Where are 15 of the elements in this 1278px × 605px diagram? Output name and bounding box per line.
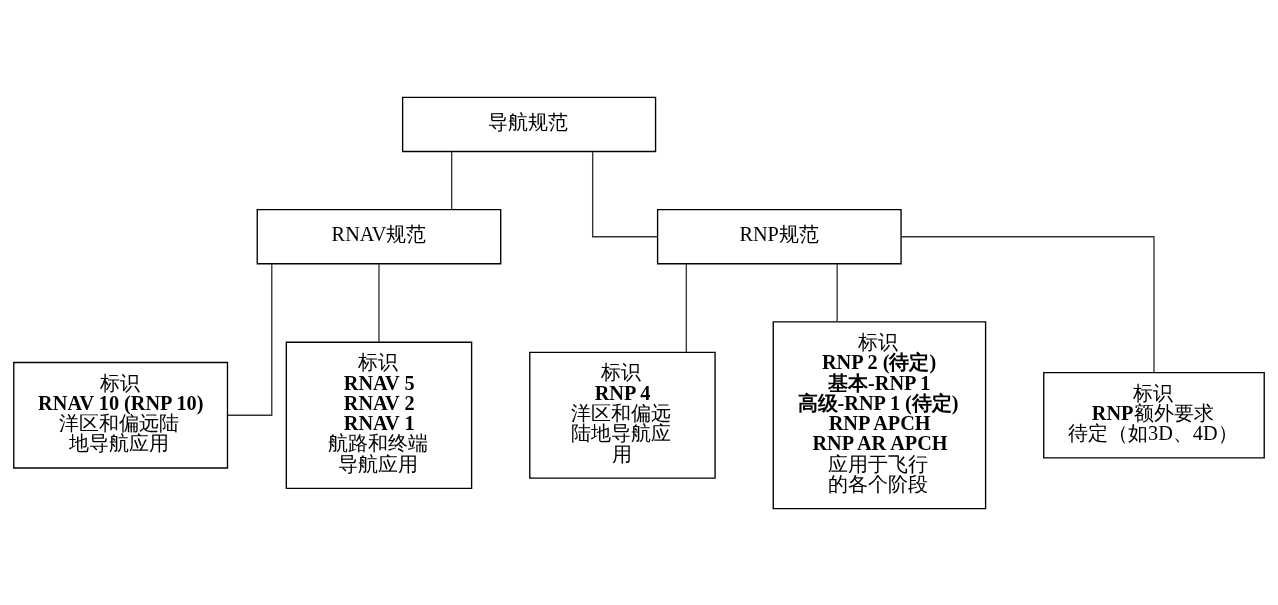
node-box: 标识 RNP 2 (待定) 基本-RNP 1 高级-RNP 1 (待定) RNP APCH RNP AR APCH 应用于飞行的各个阶段 (772, 320, 987, 509)
connector (451, 150, 453, 210)
connector (227, 262, 273, 416)
node-box: 标识 RNP 4 洋区和偏远陆地导航应用 (529, 351, 716, 479)
node-box: 标识 RNP额外要求 待定（如3D、4D） (1043, 371, 1265, 459)
connector (900, 235, 1155, 373)
connector (685, 262, 687, 353)
connector (836, 262, 838, 323)
node-box: 导航规范 (401, 96, 657, 152)
node-box: RNP规范 (656, 208, 902, 264)
node-box: 标识 RNAV 5 RNAV 2 RNAV 1 航路和终端导航应用 (285, 341, 473, 489)
connector (592, 150, 659, 237)
connector (378, 262, 380, 343)
node-box: 标识 RNAV 10 (RNP 10) 洋区和偏远陆地导航应用 (13, 361, 229, 469)
node-box: RNAV规范 (256, 208, 502, 264)
